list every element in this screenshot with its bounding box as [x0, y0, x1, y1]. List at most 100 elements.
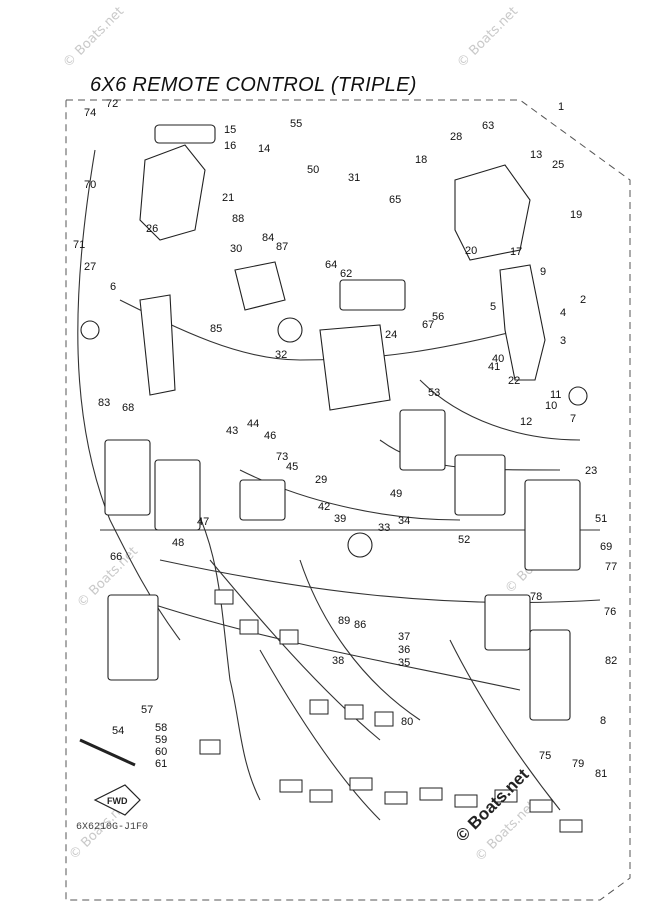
part-callout-17: 17	[510, 246, 522, 258]
part-callout-65: 65	[389, 194, 401, 206]
part-callout-38: 38	[332, 655, 344, 667]
part-callout-24: 24	[385, 329, 397, 341]
part-callout-21: 21	[222, 192, 234, 204]
lever-right	[499, 264, 546, 381]
cable-tie	[79, 738, 136, 767]
part-callout-6: 6	[110, 281, 116, 293]
part-callout-34: 34	[398, 515, 410, 527]
part-callout-33: 33	[378, 522, 390, 534]
part-callout-7: 7	[570, 413, 576, 425]
part-callout-54: 54	[112, 725, 124, 737]
part-callout-68: 68	[122, 402, 134, 414]
part-callout-50: 50	[307, 164, 319, 176]
washer	[80, 320, 100, 340]
part-callout-64: 64	[325, 259, 337, 271]
part-callout-62: 62	[340, 268, 352, 280]
assembly-boundary	[65, 99, 631, 901]
part-callout-45: 45	[286, 461, 298, 473]
connector-plugs	[199, 589, 583, 833]
part-callout-80: 80	[401, 716, 413, 728]
part-callout-3: 3	[560, 335, 566, 347]
gasket	[339, 279, 406, 311]
part-callout-23: 23	[585, 465, 597, 477]
part-callout-5: 5	[490, 301, 496, 313]
part-callout-22: 22	[508, 375, 520, 387]
part-callout-11: 11	[550, 389, 561, 401]
part-callout-14: 14	[258, 143, 270, 155]
part-callout-44: 44	[247, 418, 259, 430]
part-callout-39: 39	[334, 513, 346, 525]
part-callout-37: 37	[398, 631, 410, 643]
part-callout-12: 12	[520, 416, 532, 428]
part-callout-13: 13	[530, 149, 542, 161]
connector-plate	[104, 439, 151, 516]
part-callout-48: 48	[172, 537, 184, 549]
part-callout-42: 42	[318, 501, 330, 513]
lower-bracket	[529, 629, 571, 721]
part-callout-4: 4	[560, 307, 566, 319]
part-callout-46: 46	[264, 430, 276, 442]
part-callout-41: 41	[488, 361, 500, 373]
part-callout-84: 84	[262, 232, 274, 244]
bushing-lower	[347, 532, 373, 558]
part-callout-74: 74	[84, 107, 96, 119]
part-callouts: 1234567891011121314151617181920212223242…	[73, 98, 617, 780]
svg-text:FWD: FWD	[107, 796, 128, 806]
part-callout-40: 40	[492, 353, 504, 365]
part-callout-2: 2	[580, 294, 586, 306]
diagram-title: 6X6 REMOTE CONTROL (TRIPLE)	[90, 74, 417, 96]
cover-plate	[154, 124, 216, 144]
part-callout-71: 71	[73, 239, 85, 251]
part-callout-73: 73	[276, 451, 288, 463]
part-callout-35: 35	[398, 657, 410, 669]
part-callout-76: 76	[604, 606, 616, 618]
part-callout-57: 57	[141, 704, 153, 716]
part-callout-55: 55	[290, 118, 302, 130]
part-callout-53: 53	[428, 387, 440, 399]
part-callout-66: 66	[110, 551, 122, 563]
part-callout-63: 63	[482, 120, 494, 132]
part-callout-27: 27	[84, 261, 96, 273]
part-callout-88: 88	[232, 213, 244, 225]
ecu-module	[399, 409, 446, 471]
part-callout-18: 18	[415, 154, 427, 166]
part-callout-10: 10	[545, 400, 557, 412]
part-callout-9: 9	[540, 266, 546, 278]
part-callout-28: 28	[450, 131, 462, 143]
part-callout-87: 87	[276, 241, 288, 253]
part-callout-32: 32	[275, 349, 287, 361]
part-callout-47: 47	[197, 516, 209, 528]
part-callout-8: 8	[600, 715, 606, 727]
part-callout-85: 85	[210, 323, 222, 335]
remote-body-center	[319, 324, 391, 411]
part-callout-78: 78	[530, 591, 542, 603]
relay-block	[454, 454, 506, 516]
part-callout-15: 15	[224, 124, 236, 136]
part-callout-70: 70	[84, 179, 96, 191]
throttle-housing-right	[454, 164, 531, 261]
switch-module	[484, 594, 531, 651]
part-callout-25: 25	[552, 159, 564, 171]
switch-panel	[234, 261, 286, 311]
mount-plate-right	[524, 479, 581, 571]
part-callout-59: 59	[155, 734, 167, 746]
part-callout-31: 31	[348, 172, 360, 184]
throttle-housing-left	[139, 144, 206, 241]
part-callout-56: 56	[432, 311, 444, 323]
part-callout-26: 26	[146, 223, 158, 235]
bushing	[277, 317, 303, 343]
part-callout-29: 29	[315, 474, 327, 486]
part-callout-60: 60	[155, 746, 167, 758]
part-callout-75: 75	[539, 750, 551, 762]
drawing-code: 6X6210G-J1F0	[76, 822, 149, 833]
part-callout-83: 83	[98, 397, 110, 409]
part-callout-36: 36	[398, 644, 410, 656]
part-callout-51: 51	[595, 513, 607, 525]
part-callout-16: 16	[224, 140, 236, 152]
harness-connector-block	[239, 479, 286, 521]
part-callout-58: 58	[155, 722, 167, 734]
part-callout-52: 52	[458, 534, 470, 546]
part-callout-79: 79	[572, 758, 584, 770]
